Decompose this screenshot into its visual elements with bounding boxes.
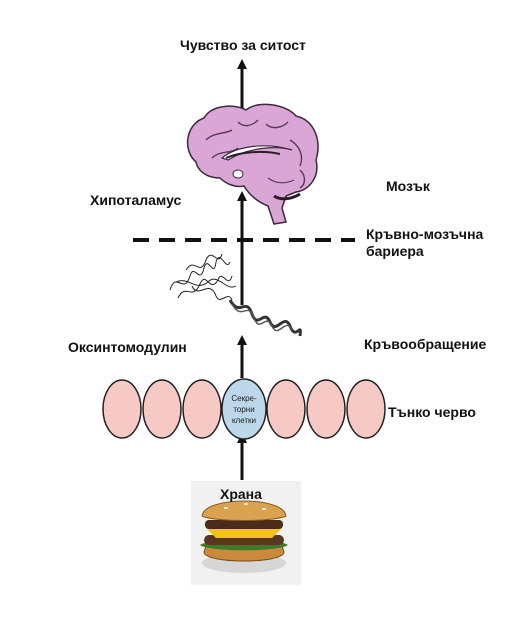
secretory-cell-label-2: торни (233, 405, 254, 414)
blood-brain-barrier-label-line1: Кръвно-мозъчна (366, 226, 484, 242)
small-intestine-cells: Секре- торни клетки (102, 378, 386, 440)
hamburger-illustration (191, 481, 301, 585)
intestine-cell (306, 379, 346, 439)
secretory-cell-label-3: клетки (232, 416, 256, 425)
intestine-cell (346, 379, 386, 439)
small-intestine-label: Тънко черво (388, 404, 476, 420)
intestine-cell (102, 379, 142, 439)
peptide-chain-illustration (169, 253, 302, 337)
circulation-label: Кръвообращение (364, 336, 487, 352)
brain-illustration (186, 103, 319, 225)
secretory-cell (221, 378, 267, 440)
hypothalamus-label: Хипоталамус (90, 192, 182, 208)
secretory-cell-label-1: Секре- (231, 394, 257, 403)
intestine-cell (182, 379, 222, 439)
intestine-cell (142, 379, 182, 439)
brain-label: Мозък (386, 178, 430, 194)
blood-brain-barrier-label-line2: бариера (366, 243, 424, 259)
food-label: Храна (220, 486, 262, 502)
satiety-label: Чувство за ситост (180, 37, 306, 53)
oxyntomodulin-label: Оксинтомодулин (68, 339, 187, 355)
intestine-cell (266, 379, 306, 439)
